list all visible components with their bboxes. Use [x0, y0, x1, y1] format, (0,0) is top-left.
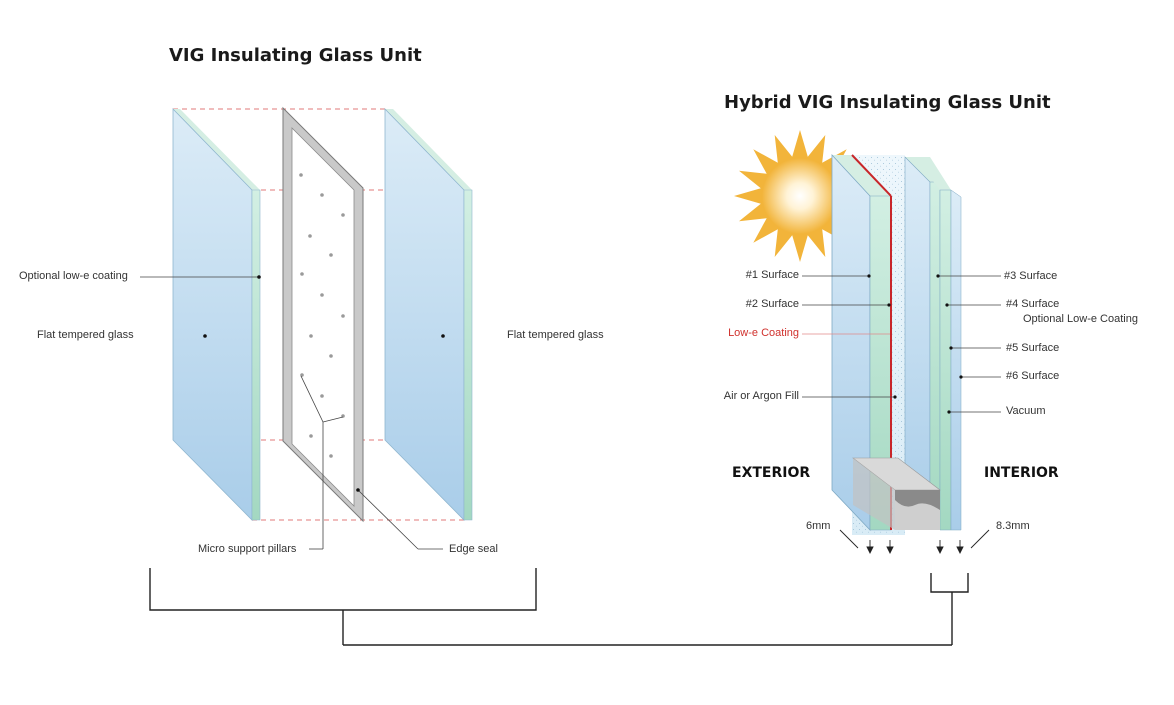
label-surface-4: #4 Surface [1006, 298, 1060, 310]
micro-pillars [299, 173, 345, 458]
right-hybrid-vig [734, 130, 1001, 555]
label-surface-6: #6 Surface [1006, 370, 1060, 382]
pillar-dot-icon [329, 253, 333, 257]
label-surface-1: #1 Surface [745, 269, 799, 281]
label-6mm: 6mm [806, 520, 831, 532]
right-leaders [802, 275, 1001, 413]
label-optional-low-e-coating: Optional Low-e Coating [1023, 313, 1138, 325]
exterior-glass [831, 153, 892, 532]
pillar-dot-icon [320, 293, 324, 297]
label-8-3mm: 8.3mm [996, 520, 1030, 532]
label-flat-glass-right: Flat tempered glass [507, 329, 604, 341]
left-leaders [140, 276, 443, 550]
left-vig-exploded [140, 106, 473, 550]
label-surface-2: #2 Surface [745, 298, 799, 310]
label-low-e-coating: Low-e Coating [728, 327, 799, 339]
pillar-dot-icon [309, 334, 313, 338]
spacer-block [852, 457, 941, 530]
thickness-arrows [839, 529, 990, 555]
label-interior: INTERIOR [984, 465, 1059, 481]
pillar-dot-icon [320, 394, 324, 398]
label-vacuum: Vacuum [1006, 405, 1046, 417]
pillar-dot-icon [341, 213, 345, 217]
pillar-dot-icon [320, 193, 324, 197]
label-air-argon: Air or Argon Fill [723, 390, 799, 402]
label-exterior: EXTERIOR [732, 465, 811, 481]
label-optional-low-e: Optional low-e coating [19, 270, 128, 282]
label-surface-5: #5 Surface [1006, 342, 1060, 354]
low-e-coating-line [851, 154, 892, 197]
label-surface-3: #3 Surface [1004, 270, 1058, 282]
pillar-dot-icon [300, 373, 304, 377]
right-glass-pane [384, 108, 473, 521]
label-micro-pillars: Micro support pillars [198, 543, 297, 555]
pillar-dot-icon [329, 454, 333, 458]
right-title: Hybrid VIG Insulating Glass Unit [724, 92, 1051, 113]
pillar-dot-icon [299, 173, 303, 177]
interior-vig-glass [904, 156, 962, 531]
pillar-dot-icon [308, 234, 312, 238]
label-flat-glass-left: Flat tempered glass [37, 329, 134, 341]
pillar-dot-icon [300, 272, 304, 276]
connector-brackets [149, 568, 969, 646]
left-title: VIG Insulating Glass Unit [169, 45, 422, 66]
left-glass-pane [172, 108, 261, 521]
pillar-dot-icon [309, 434, 313, 438]
pillar-dot-icon [329, 354, 333, 358]
label-edge-seal: Edge seal [449, 543, 498, 555]
pillar-dot-icon [341, 314, 345, 318]
